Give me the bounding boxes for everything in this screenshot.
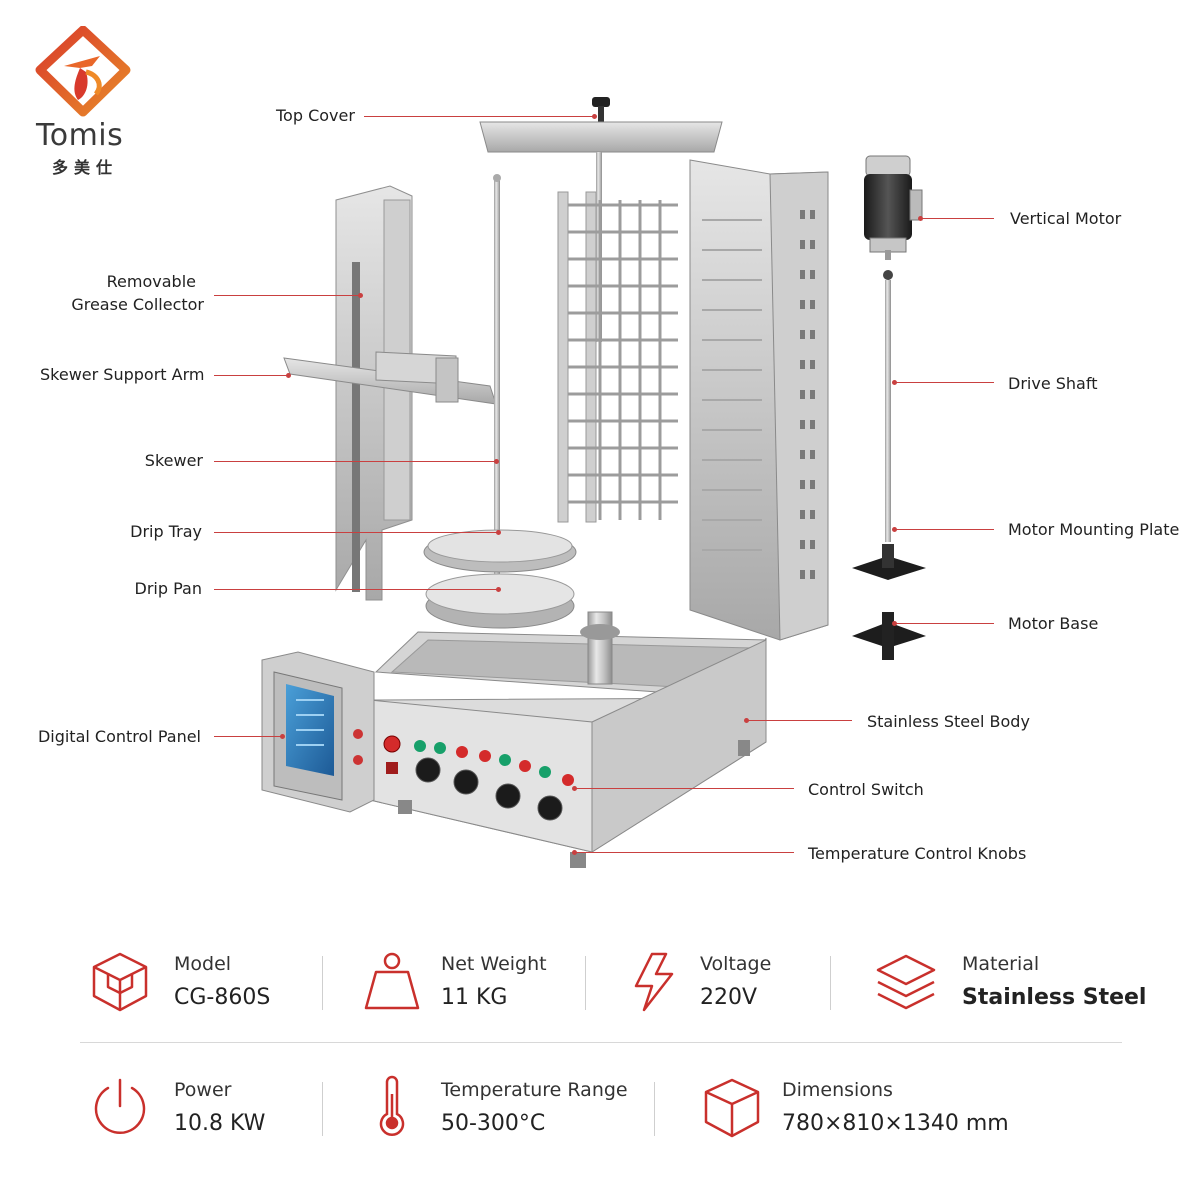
power-title: Power [174,1079,232,1101]
drip-pan-dot [496,587,501,592]
motor-mounting-plate-leader [894,529,994,530]
drip-tray-label: Drip Tray [130,522,202,541]
brand-name: Tomis [36,118,124,153]
motor-base-label: Motor Base [1008,614,1099,633]
spec-divider [322,956,323,1010]
skewer-support-arm-label: Skewer Support Arm [40,365,205,384]
drip-pan-label: Drip Pan [134,579,202,598]
material-value: Stainless Steel [962,985,1147,1010]
motor-mounting-plate [852,544,926,580]
temperature-control-knobs-leader [574,852,794,853]
material-title: Material [962,953,1040,975]
model-value: CG-860S [174,985,271,1010]
layers-icon [876,954,936,1010]
digital-control-panel-dot [280,734,285,739]
motor-base-leader [894,623,994,624]
voltage-title: Voltage [700,953,772,975]
thermometer-icon [379,1075,405,1137]
spec-divider [830,956,831,1010]
heating-rack [557,191,678,523]
drip-tray-dot [496,530,501,535]
grease-collector-leader [214,295,360,296]
power-value: 10.8 KW [174,1111,266,1136]
skewer-label: Skewer [144,451,203,470]
power-icon [94,1078,146,1134]
temperature-range-title: Temperature Range [441,1079,628,1101]
stainless-steel-body-dot [744,718,749,723]
control-switch-label: Control Switch [808,780,924,799]
motor-base [852,612,926,660]
stainless-steel-body-label: Stainless Steel Body [867,712,1030,731]
cube-icon [92,952,148,1012]
net-weight-title: Net Weight [441,953,547,975]
voltage-value: 220V [700,985,758,1010]
temperature-control-knobs-dot [572,850,577,855]
control-switch-dot [572,786,577,791]
drip-tray-leader [214,532,498,533]
spec-divider [585,956,586,1010]
top-cover-dot [592,114,597,119]
grease-collector-label-line2: Grease Collector [71,295,204,314]
grease-collector [335,185,413,601]
digital-control-panel-leader [214,736,282,737]
drive-shaft-label: Drive Shaft [1008,374,1098,393]
burner-housing [689,159,829,641]
top-cover-label: Top Cover [276,106,355,125]
brand-logo [35,26,131,117]
specs-row-divider [80,1042,1122,1043]
skewer-support-arm-dot [286,373,291,378]
skewer-leader [214,461,496,462]
net-weight-value: 11 KG [441,985,508,1010]
weight-icon [364,952,420,1010]
skewer-support-arm [283,351,497,405]
dimensions-value: 780×810×1340 mm [782,1111,1009,1136]
motor-mounting-plate-label: Motor Mounting Plate [1008,520,1180,539]
main-body [369,611,767,868]
motor-base-dot [892,621,897,626]
dimensions-title: Dimensions [782,1079,893,1101]
grease-collector-label-line1: Removable [106,272,196,291]
drip-pan [425,573,575,629]
vertical-motor-dot [918,216,923,221]
skewer-support-arm-leader [214,375,288,376]
digital-control-panel-device [261,651,375,813]
control-switch-leader [574,788,794,789]
drip-pan-leader [214,589,498,590]
box-icon [704,1078,760,1138]
skewer-dot [494,459,499,464]
digital-control-panel-label: Digital Control Panel [37,727,201,746]
motor-mounting-plate-dot [892,527,897,532]
drive-shaft-leader [894,382,994,383]
brand-chinese-name: 多美仕 [52,158,119,177]
grease-collector-dot [358,293,363,298]
top-cover-leader [364,116,594,117]
spec-divider [654,1082,655,1136]
spec-divider [322,1082,323,1136]
drip-tray [423,529,577,573]
stainless-steel-body-leader [746,720,852,721]
vertical-motor-label: Vertical Motor [1010,209,1122,228]
drive-shaft [883,270,893,542]
temperature-control-knobs-label: Temperature Control Knobs [808,844,1027,863]
lightning-icon [634,952,674,1012]
vertical-motor-leader [920,218,994,219]
vertical-motor [864,155,923,260]
temperature-range-value: 50-300°C [441,1111,546,1136]
skewer [493,174,501,616]
product-exploded-view [261,97,926,868]
drive-shaft-dot [892,380,897,385]
model-title: Model [174,953,232,975]
